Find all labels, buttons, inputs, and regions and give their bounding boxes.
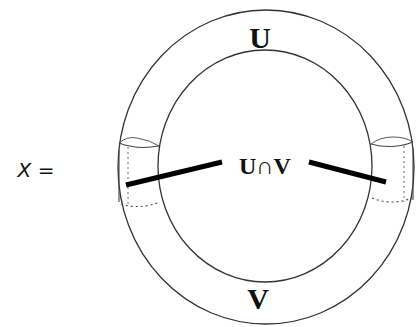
set-label: V	[247, 284, 269, 314]
leader-line	[309, 162, 386, 182]
left-overlap-band	[119, 138, 160, 207]
outer-boundary	[118, 10, 414, 324]
space-label: X =	[18, 160, 55, 180]
inner-boundary	[158, 50, 372, 282]
intersection-label: U∩V	[239, 154, 291, 178]
set-label: U	[249, 23, 271, 53]
leader-line	[126, 162, 222, 185]
right-overlap-band	[371, 137, 413, 202]
